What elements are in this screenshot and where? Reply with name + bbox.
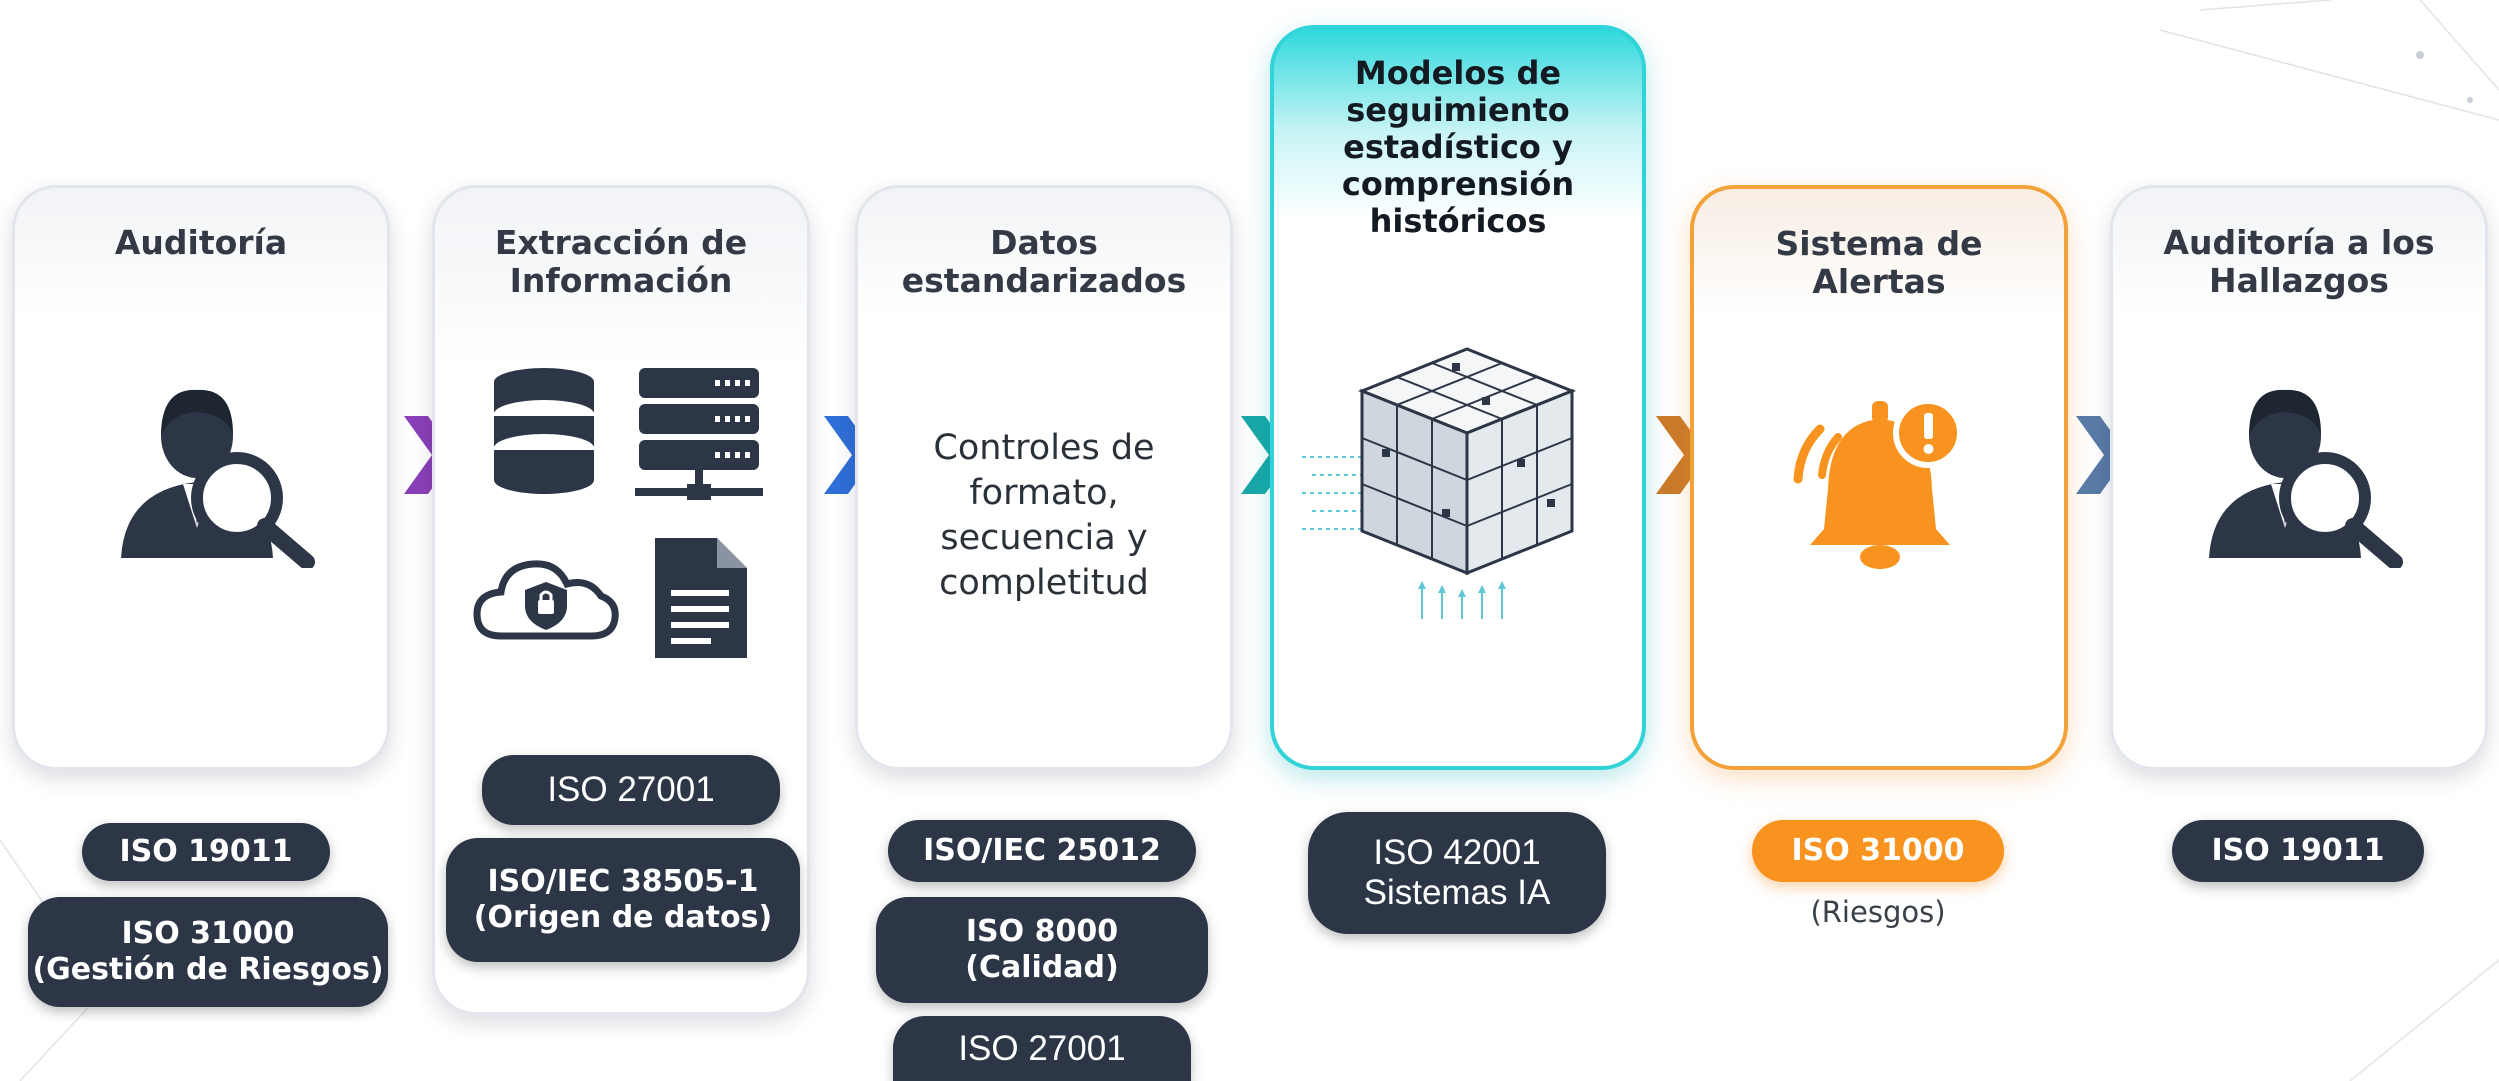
auditor-magnifier-icon <box>121 389 315 568</box>
database-icon <box>494 368 594 494</box>
step-title: Datos estandarizados <box>901 223 1187 300</box>
standard-badge: ISO 8000 (Calidad) <box>876 897 1208 1003</box>
standard-badge: ISO 27001 <box>893 1016 1191 1081</box>
step-title: Sistema de Alertas <box>1775 224 1983 301</box>
server-icon <box>635 368 763 500</box>
auditor-magnifier-icon <box>2209 389 2403 568</box>
standard-badge: ISO 42001 Sistemas IA <box>1308 812 1606 934</box>
standard-badge: ISO 27001 <box>482 755 780 825</box>
step-description: Controles de formato, secuencia y comple… <box>933 428 1155 603</box>
step-title: Modelos de seguimiento estadístico y com… <box>1341 54 1575 240</box>
step-title: Extracción de Información <box>494 223 748 300</box>
step-title: Auditoría <box>114 223 288 262</box>
step-card-auditoria: Auditoría <box>12 185 390 770</box>
step-card-auditoria-hallazgos: Auditoría a los Hallazgos <box>2110 185 2488 770</box>
alert-bell-icon <box>1793 398 1963 569</box>
step-card-datos: Datos estandarizados Controles de format… <box>855 185 1233 770</box>
document-icon <box>655 538 747 658</box>
step-title: Auditoría a los Hallazgos <box>2163 223 2435 300</box>
standard-badge: ISO 31000 (Gestión de Riesgos) <box>28 897 388 1007</box>
standard-badge: ISO/IEC 38505-1 (Origen de datos) <box>446 838 800 962</box>
step-card-modelos: Modelos de seguimiento estadístico y com… <box>1270 25 1646 770</box>
standard-badge: ISO 31000 <box>1752 820 2004 882</box>
step-card-alertas: Sistema de Alertas <box>1690 185 2068 770</box>
standard-badge: ISO/IEC 25012 <box>888 820 1196 882</box>
cloud-lock-icon <box>473 560 619 640</box>
data-cube-icon <box>1302 347 1577 619</box>
standard-caption: (Riesgos) <box>1810 895 1946 929</box>
standard-badge: ISO 19011 <box>2172 820 2424 882</box>
standard-badge: ISO 19011 <box>82 823 330 881</box>
